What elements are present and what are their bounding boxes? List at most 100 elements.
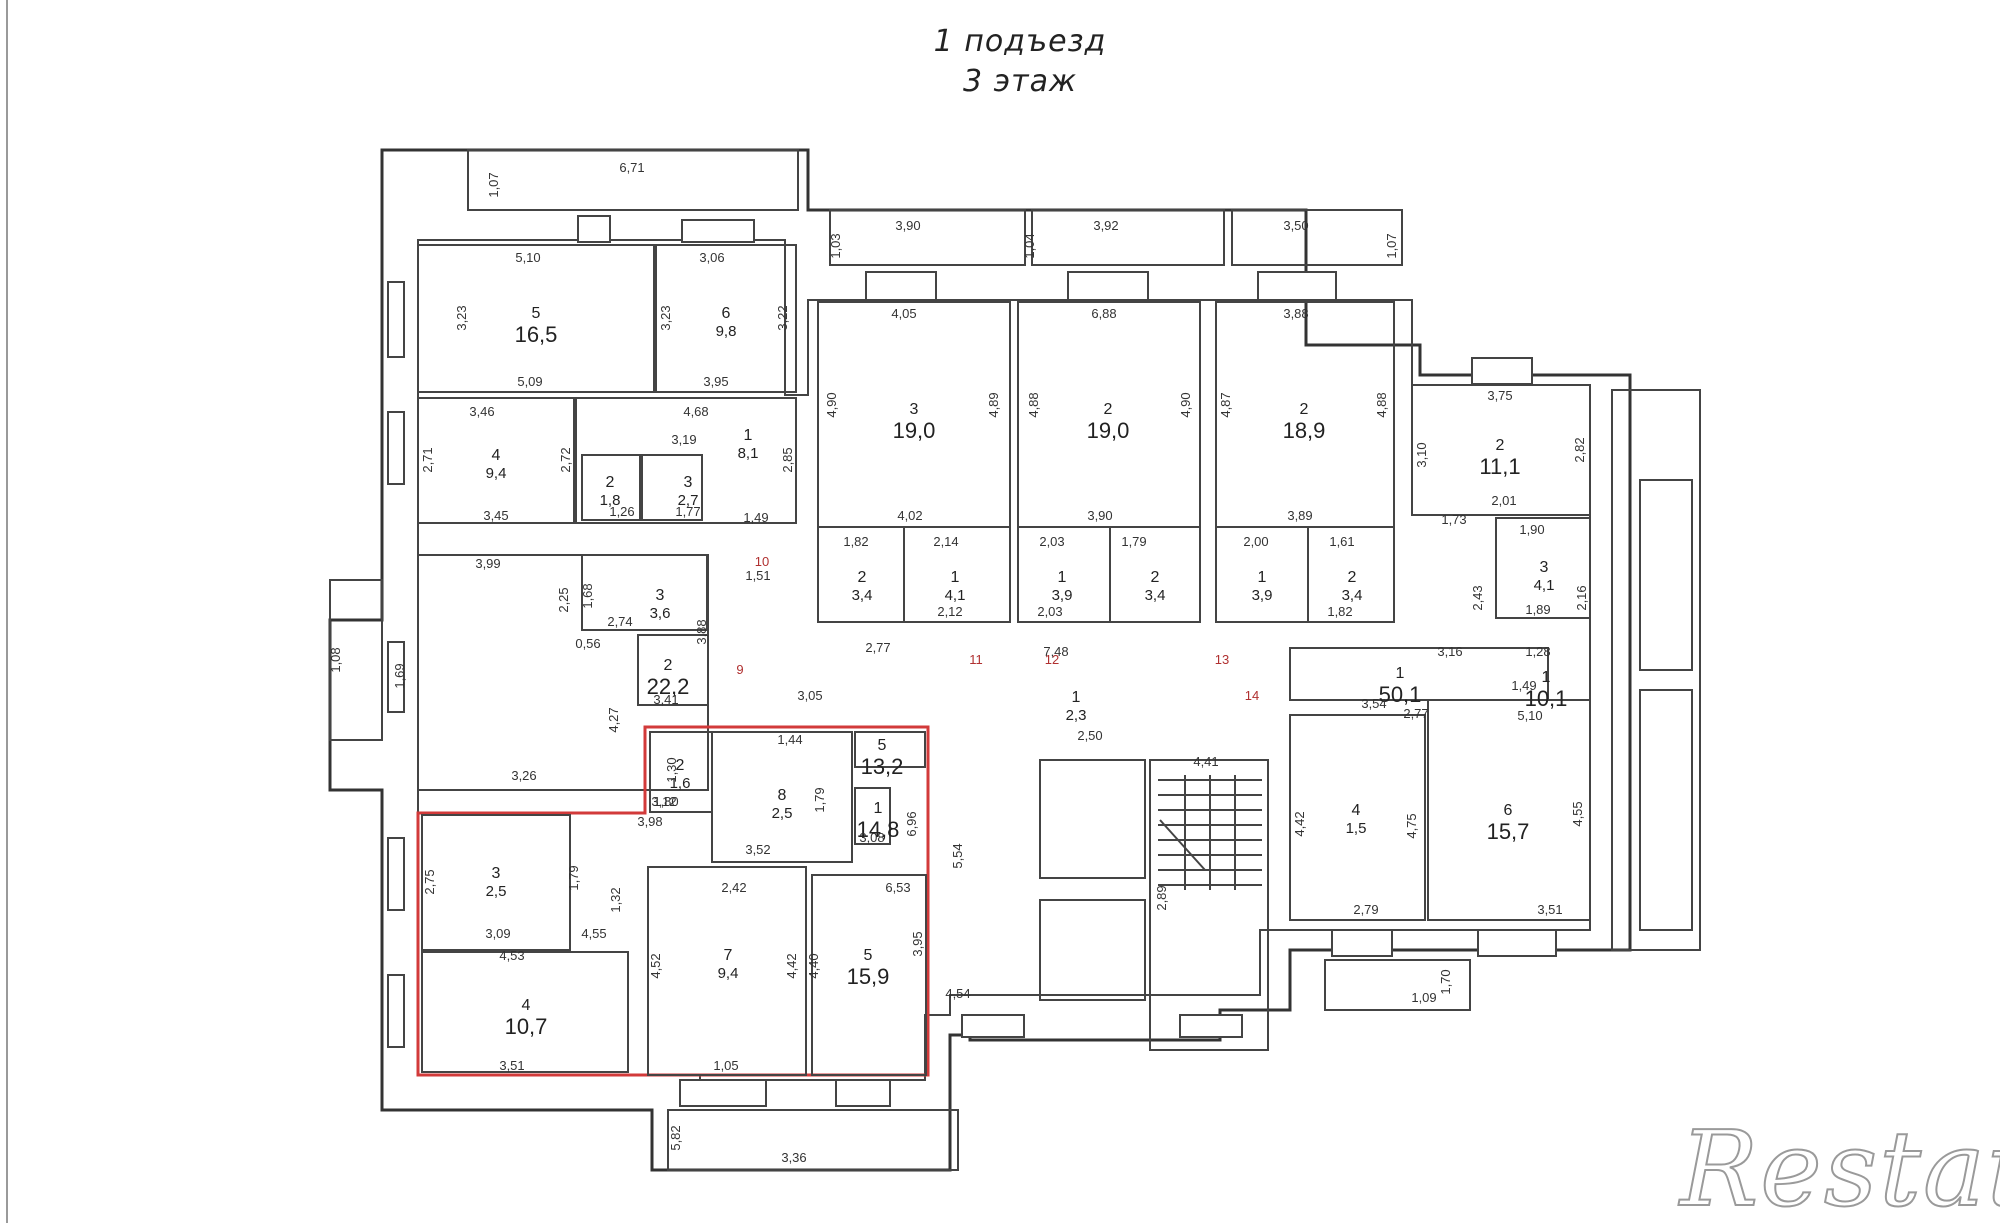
balcony-top-1 <box>829 209 1026 266</box>
dimension-label: 1,82 <box>843 534 868 549</box>
dimension-label: 4,52 <box>648 953 663 978</box>
dimension-label: 1,04 <box>1022 233 1037 258</box>
dimension-label: 4,89 <box>986 392 1001 417</box>
dimension-label: 1,73 <box>1441 512 1466 527</box>
room-number: 2 <box>676 757 685 774</box>
dimension-label: 4,54 <box>945 986 970 1001</box>
dimension-label: 4,75 <box>1404 813 1419 838</box>
dimension-label: 3,90 <box>1087 508 1112 523</box>
dimension-label: 5,09 <box>517 374 542 389</box>
room-number: 3 <box>1540 559 1549 576</box>
room-area: 4,1 <box>945 587 966 604</box>
room-number: 5 <box>864 947 873 964</box>
dimension-label: 4,55 <box>581 926 606 941</box>
room-1-left-small <box>637 634 709 706</box>
room-1-left <box>575 397 797 524</box>
highlighted-apartment-outline <box>416 725 930 1077</box>
room-wc-1 <box>581 454 641 521</box>
dimension-label: 4,42 <box>784 953 799 978</box>
corridor-mark: 12 <box>1045 652 1059 667</box>
dimension-label: 3,12 <box>651 794 676 809</box>
room-number: 2 <box>1300 401 1309 418</box>
room-area: 19,0 <box>1087 418 1130 443</box>
dimension-label: 2,77 <box>1403 706 1428 721</box>
dimension-label: 2,43 <box>1470 585 1485 610</box>
dimension-label: 1,82 <box>1327 604 1352 619</box>
dimension-label: 3,16 <box>1437 644 1462 659</box>
corridor-mark: 9 <box>736 662 743 677</box>
room-6-hl <box>421 951 629 1073</box>
dimension-label: 4,27 <box>606 707 621 732</box>
dimension-label: 2,89 <box>1154 885 1169 910</box>
room-number: 1 <box>1396 665 1405 682</box>
floor-title: 3 этаж <box>963 64 1077 99</box>
dimension-label: 2,16 <box>1574 585 1589 610</box>
room-area: 9,8 <box>716 323 737 340</box>
loggia-right-inner-2 <box>1639 689 1693 931</box>
dimension-label: 1,79 <box>1121 534 1146 549</box>
room-number: 3 <box>492 865 501 882</box>
room-number: 6 <box>722 305 731 322</box>
dimension-label: 3,08 <box>859 830 884 845</box>
dimension-label: 4,40 <box>806 953 821 978</box>
room-number: 5 <box>878 737 887 754</box>
dimension-label: 5,82 <box>668 1125 683 1150</box>
dimension-label: 1,51 <box>745 568 770 583</box>
dimension-label: 7,48 <box>1043 644 1068 659</box>
room-area: 9,4 <box>718 965 739 982</box>
page-border <box>6 0 8 1223</box>
room-number: 2 <box>1496 437 1505 454</box>
dimension-label: 3,52 <box>745 842 770 857</box>
dimension-label: 5,10 <box>1517 708 1542 723</box>
dimension-label: 3,99 <box>475 556 500 571</box>
loggia-right-inner-1 <box>1639 479 1693 671</box>
dimension-label: 4,42 <box>1292 811 1307 836</box>
balcony-top-3 <box>1231 209 1403 266</box>
room-7-hl <box>421 814 571 951</box>
room-area: 4,1 <box>1534 577 1555 594</box>
dimension-label: 4,87 <box>1218 392 1233 417</box>
room-number: 6 <box>1504 802 1513 819</box>
room-1-hl <box>711 731 853 863</box>
dimension-label: 6,88 <box>1091 306 1116 321</box>
room-area: 10,1 <box>1525 686 1568 711</box>
dimension-label: 3,06 <box>699 250 724 265</box>
dimension-label: 2,25 <box>556 587 571 612</box>
dimension-label: 1,69 <box>392 663 407 688</box>
room-area: 15,7 <box>1487 819 1530 844</box>
dimension-label: 4,53 <box>499 948 524 963</box>
corridor-mark: 11 <box>969 652 983 667</box>
dimension-label: 3,92 <box>1093 218 1118 233</box>
dimension-label: 2,03 <box>1039 534 1064 549</box>
dimension-label: 1,61 <box>1329 534 1354 549</box>
room-area: 2,5 <box>772 805 793 822</box>
room-area: 10,7 <box>505 1014 548 1039</box>
room-5-top-left <box>417 244 655 393</box>
balcony-top-left <box>467 149 799 211</box>
inner-wall-contour <box>417 239 1591 1081</box>
dimension-label: 1,79 <box>566 865 581 890</box>
room-4-left <box>417 397 575 524</box>
entrance-title: 1 подъезд <box>933 24 1107 59</box>
dimension-label: 3,05 <box>797 688 822 703</box>
room-area: 13,2 <box>861 754 904 779</box>
dimension-label: 3,09 <box>485 926 510 941</box>
dimension-label: 2,82 <box>1572 437 1587 462</box>
dimension-label: 3,88 <box>694 619 709 644</box>
bath-1b <box>903 526 1011 623</box>
bath-2b <box>1109 526 1201 623</box>
room-5-hl <box>647 866 807 1076</box>
dimension-label: 3,36 <box>781 1150 806 1165</box>
dimension-label: 5,54 <box>950 843 965 868</box>
room-2-hl-small <box>854 731 926 768</box>
dimension-label: 4,55 <box>1570 801 1585 826</box>
dimension-label: 6,53 <box>885 880 910 895</box>
dimension-label: 1,80 <box>653 794 678 809</box>
dimension-label: 1,49 <box>1511 678 1536 693</box>
dimension-label: 4,88 <box>1026 392 1041 417</box>
room-area: 3,4 <box>852 587 873 604</box>
room-area: 1,8 <box>600 492 621 509</box>
dimension-label: 2,85 <box>780 447 795 472</box>
room-area: 3,9 <box>1052 587 1073 604</box>
